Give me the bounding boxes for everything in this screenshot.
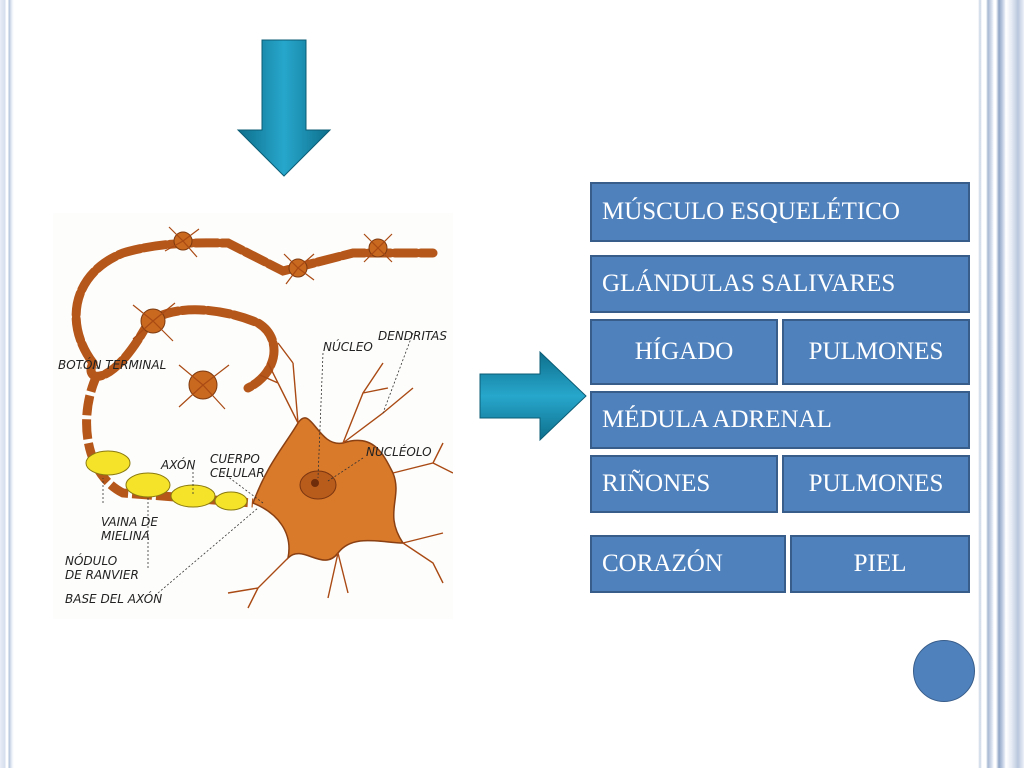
- box-label: HÍGADO: [634, 338, 734, 365]
- box-glandulas-salivares: GLÁNDULAS SALIVARES: [590, 255, 970, 313]
- box-label: MÚSCULO ESQUELÉTICO: [602, 198, 900, 225]
- box-pulmones: PULMONES: [782, 319, 970, 385]
- box-label: GLÁNDULAS SALIVARES: [602, 270, 896, 297]
- box-corazon: CORAZÓN: [590, 535, 786, 593]
- label-cuerpo-celular-2: CELULAR: [210, 466, 265, 480]
- label-axon: AXÓN: [160, 457, 195, 472]
- label-dendritas: DENDRITAS: [378, 329, 447, 343]
- box-label: RIÑONES: [602, 470, 711, 497]
- box-medula-adrenal: MÉDULA ADRENAL: [590, 391, 970, 449]
- neuron-diagram: BOTÓN TERMINAL NÚCLEO DENDRITAS NUCLÉOLO…: [53, 213, 453, 619]
- label-nucleolo: NUCLÉOLO: [366, 444, 432, 459]
- label-base-axon: BASE DEL AXÓN: [65, 591, 162, 606]
- label-vaina-1: VAINA DE: [101, 515, 158, 529]
- box-rinones: RIÑONES: [590, 455, 778, 513]
- box-label: PULMONES: [808, 470, 944, 497]
- down-arrow-icon: [236, 39, 332, 177]
- box-label: CORAZÓN: [602, 550, 723, 577]
- label-nodulo-2: DE RANVIER: [65, 568, 139, 582]
- label-cuerpo-celular-1: CUERPO: [210, 452, 260, 466]
- slide-border-right: [978, 0, 1024, 768]
- label-boton-terminal: BOTÓN TERMINAL: [58, 357, 166, 372]
- box-piel: PIEL: [790, 535, 970, 593]
- right-arrow-icon: [479, 350, 587, 442]
- box-label: PIEL: [853, 550, 907, 577]
- box-musculo-esqueletico: MÚSCULO ESQUELÉTICO: [590, 182, 970, 242]
- slide-border-left: [0, 0, 14, 768]
- box-label: PULMONES: [808, 338, 944, 365]
- label-vaina-2: MIELINA: [101, 529, 150, 543]
- box-label: MÉDULA ADRENAL: [602, 406, 832, 433]
- box-pulmones-2: PULMONES: [782, 455, 970, 513]
- label-nucleo: NÚCLEO: [323, 339, 373, 354]
- decorative-circle: [913, 640, 975, 702]
- box-higado: HÍGADO: [590, 319, 778, 385]
- label-nodulo-1: NÓDULO: [65, 553, 117, 568]
